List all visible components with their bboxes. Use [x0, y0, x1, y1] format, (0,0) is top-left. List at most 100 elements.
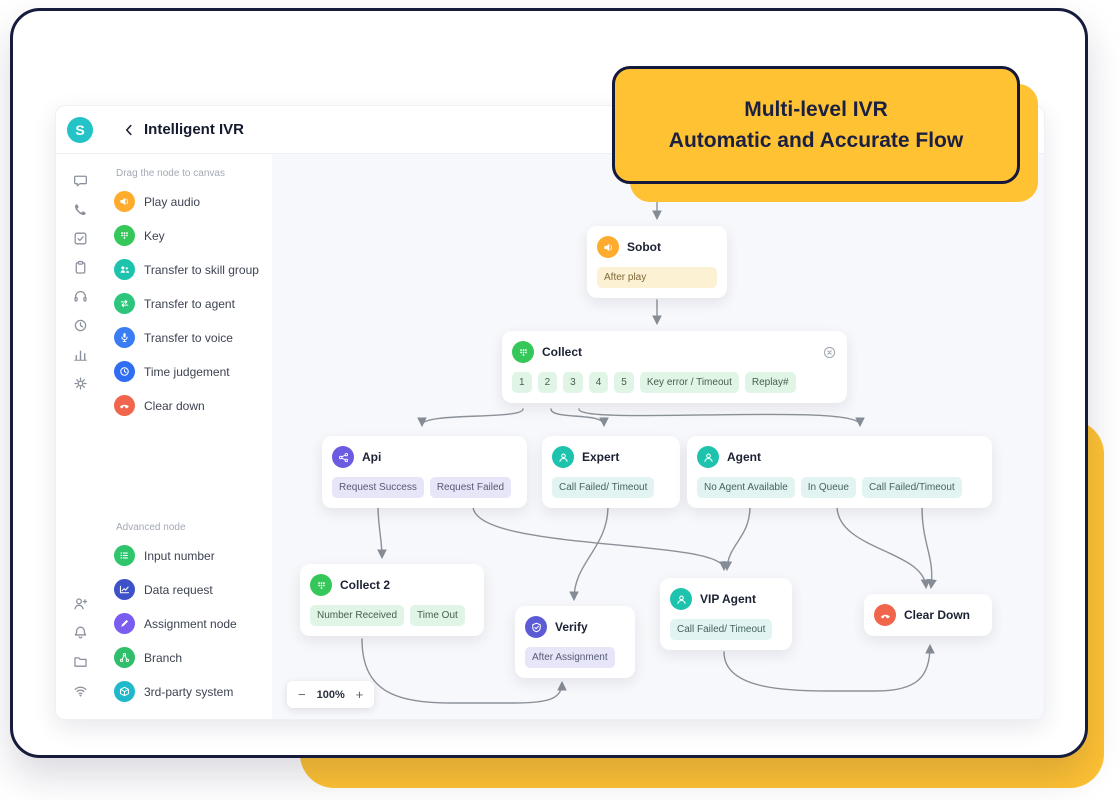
node-chip[interactable]: After Assignment [525, 647, 615, 668]
speaker-icon [597, 236, 619, 258]
headset-icon [697, 446, 719, 468]
node-api[interactable]: Api Request Success Request Failed [322, 436, 527, 508]
palette-item-assignment-node[interactable]: Assignment node [114, 613, 264, 634]
node-clear-down[interactable]: Clear Down [864, 594, 992, 636]
pen-icon [114, 613, 135, 634]
palette-item-3rd-party-system[interactable]: 3rd-party system [114, 681, 264, 702]
clock-icon[interactable] [72, 317, 89, 334]
node-title: Collect 2 [340, 578, 391, 592]
palette-item-key[interactable]: Key [114, 225, 264, 246]
node-chip[interactable]: Time Out [410, 605, 465, 626]
bar-chart-icon[interactable] [72, 346, 89, 363]
page-title: Intelligent IVR [144, 121, 245, 138]
keypad-icon [512, 341, 534, 363]
api-icon [332, 446, 354, 468]
zoom-in-button[interactable]: + [355, 687, 364, 702]
zoom-out-button[interactable]: − [298, 687, 306, 702]
headset-icon[interactable] [72, 288, 89, 305]
node-chip[interactable]: Number Received [310, 605, 405, 626]
node-collect-2[interactable]: Collect 2 Number Received Time Out [300, 564, 484, 636]
palette-item-branch[interactable]: Branch [114, 647, 264, 668]
callout-line-2: Automatic and Accurate Flow [668, 129, 964, 152]
node-chip[interactable]: No Agent Available [697, 477, 795, 498]
node-chip[interactable]: Key error / Timeout [639, 372, 739, 393]
palette-item-label: Branch [144, 650, 183, 665]
palette-item-label: Transfer to skill group [144, 262, 259, 277]
node-agent[interactable]: Agent No Agent Available In Queue Call F… [687, 436, 992, 508]
palette-item-label: Time judgement [144, 364, 230, 379]
clipboard-icon[interactable] [72, 259, 89, 276]
feature-callout: Multi-level IVR Automatic and Accurate F… [612, 66, 1020, 184]
callout-line-1: Multi-level IVR [744, 97, 888, 121]
clock-icon [114, 361, 135, 382]
node-chip[interactable]: After play [597, 267, 717, 288]
node-expert[interactable]: Expert Call Failed/ Timeout [542, 436, 680, 508]
branch-icon [114, 647, 135, 668]
node-chip[interactable]: Replay# [744, 372, 796, 393]
cube-icon [114, 681, 135, 702]
folder-icon[interactable] [72, 653, 89, 670]
palette-item-clear-down[interactable]: Clear down [114, 395, 264, 416]
node-chip[interactable]: 4 [588, 372, 609, 393]
phone-icon[interactable] [72, 201, 89, 218]
palette-item-label: 3rd-party system [144, 684, 234, 699]
data-request-icon [114, 579, 135, 600]
flow-canvas[interactable]: Sobot After play Collect 1 2 3 4 [272, 154, 1044, 719]
node-chip[interactable]: In Queue [800, 477, 856, 498]
node-chip[interactable]: Call Failed/ Timeout [670, 619, 773, 640]
back-button[interactable] [122, 123, 136, 137]
hangup-icon [874, 604, 896, 626]
node-palette: Drag the node to canvas Play audio Key T… [104, 154, 272, 719]
user-plus-icon[interactable] [72, 595, 89, 612]
palette-item-label: Assignment node [144, 616, 237, 631]
palette-item-label: Transfer to voice [144, 330, 233, 345]
close-circle-icon[interactable] [822, 345, 837, 360]
palette-item-label: Key [144, 228, 165, 243]
wifi-icon[interactable] [72, 682, 89, 699]
palette-section-label: Drag the node to canvas [116, 168, 225, 179]
palette-item-time-judgement[interactable]: Time judgement [114, 361, 264, 382]
keypad-icon [114, 225, 135, 246]
node-chip[interactable]: Call Failed/ Timeout [552, 477, 655, 498]
node-chip[interactable]: Request Success [332, 477, 424, 498]
palette-item-label: Input number [144, 548, 215, 563]
node-title: Api [362, 450, 382, 464]
node-vip-agent[interactable]: VIP Agent Call Failed/ Timeout [660, 578, 792, 650]
gear-icon[interactable] [72, 375, 89, 392]
node-chip[interactable]: 1 [512, 372, 532, 393]
shield-check-icon [525, 616, 547, 638]
node-title: VIP Agent [700, 592, 757, 606]
node-chip[interactable]: Request Failed [429, 477, 512, 498]
palette-section-label: Advanced node [116, 522, 186, 533]
zoom-control: − 100% + [287, 681, 375, 708]
app-body: Drag the node to canvas Play audio Key T… [56, 154, 1044, 719]
palette-item-data-request[interactable]: Data request [114, 579, 264, 600]
palette-item-label: Clear down [144, 398, 205, 413]
palette-item-input-number[interactable]: Input number [114, 545, 264, 566]
sobot-logo[interactable]: S [67, 116, 93, 143]
node-collect[interactable]: Collect 1 2 3 4 5 Key error / Timeout Re… [502, 331, 847, 403]
icon-rail [56, 154, 104, 719]
node-chip[interactable]: 2 [537, 372, 558, 393]
connector-lines [361, 171, 937, 704]
palette-item-transfer-agent[interactable]: Transfer to agent [114, 293, 264, 314]
bell-icon[interactable] [72, 624, 89, 641]
app-window: S Intelligent IVR Drag the node to canva… [55, 105, 1045, 720]
node-sobot[interactable]: Sobot After play [587, 226, 727, 298]
palette-item-transfer-skill-group[interactable]: Transfer to skill group [114, 259, 264, 280]
palette-item-label: Play audio [144, 194, 201, 209]
node-verify[interactable]: Verify After Assignment [515, 606, 635, 678]
chat-icon[interactable] [72, 172, 89, 189]
node-chip[interactable]: 3 [563, 372, 583, 393]
zoom-level: 100% [316, 688, 345, 701]
palette-item-play-audio[interactable]: Play audio [114, 191, 264, 212]
node-chip[interactable]: 5 [614, 372, 634, 393]
speaker-icon [114, 191, 135, 212]
node-chip[interactable]: Call Failed/Timeout [861, 477, 962, 498]
check-square-icon[interactable] [72, 230, 89, 247]
headset-icon [670, 588, 692, 610]
transfer-agent-icon [114, 293, 135, 314]
node-title: Clear Down [904, 608, 971, 622]
palette-item-label: Transfer to agent [144, 296, 235, 311]
palette-item-transfer-voice[interactable]: Transfer to voice [114, 327, 264, 348]
